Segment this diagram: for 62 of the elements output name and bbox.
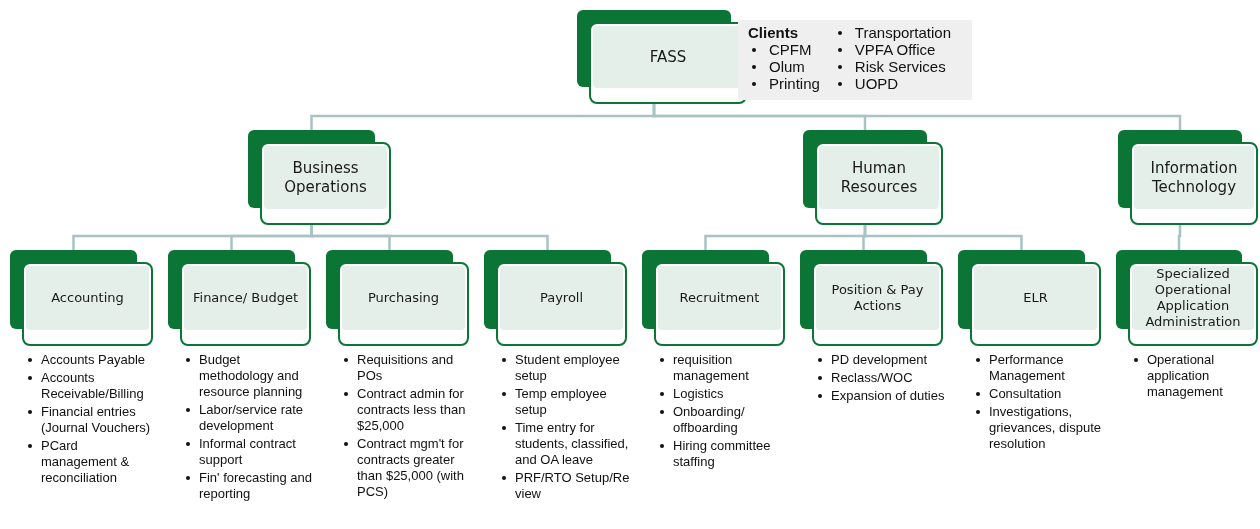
list-item: UOPD [854,75,899,92]
bullet-item: PCard management & reconciliation [41,438,131,486]
connector-line [1177,225,1182,250]
bullet-item: Time entry for students, classified, and OA leave [515,420,630,468]
list-item: Risk Services [854,58,946,75]
org-box [958,250,1101,346]
bullet-item: Labor/service rate development [199,402,305,434]
box-label: Position & Pay Actions [830,281,925,315]
bullet-item: Budget methodology and resource planning [199,352,304,400]
bullet-item: Operational application management [1147,352,1224,400]
box-label: Finance/ Budget [193,289,298,307]
box-label: Payroll [539,289,584,307]
bullet-item: PRF/RTO Setup/Re view [515,470,630,502]
box-label: Accounting [51,289,124,307]
bullet-item: Fin' forecasting and reporting [199,470,314,502]
box-label: Specialized Operational Application Administration [1144,265,1242,331]
box-label: FASS [649,47,687,67]
bullet-item: Contract admin for contracts less than $25,000 [357,386,467,434]
org-box [10,250,153,346]
list-item: CPFM [769,41,812,58]
bullet-item: Onboarding/ offboarding [673,404,746,436]
org-box [1116,250,1258,346]
list-item: Transportation [854,24,952,41]
org-box [800,250,943,346]
bullet-item: Hiring committee staffing [673,438,772,470]
clients-panel [738,20,972,100]
bullet-item: Consultation [989,386,1062,402]
box-label: Information Technology [1149,158,1239,197]
connector-line [652,104,1182,130]
box-label: Business Operations [283,158,368,197]
bullet-item: Investigations, grievances, dispute resolution [989,404,1102,452]
bullet-item: Temp employee setup [515,386,608,418]
bullet-item: Expansion of duties [831,388,945,404]
bullet-item: requisition management [673,352,750,384]
org-box [803,130,943,225]
bullet-item: PD development [831,352,928,368]
box-label: Purchasing [367,289,440,307]
org-box [248,130,391,225]
bullet-item: Performance Management [989,352,1066,384]
bullet-item: Accounts Payable [41,352,146,368]
org-box [168,250,311,346]
bullet-item: Requisitions and POs [357,352,455,384]
org-box [484,250,627,346]
bullet-item: Contract mgm't for contracts greater than $25,000 (with PCS) [357,436,465,500]
org-box [577,10,747,104]
org-box [642,250,785,346]
bullet-item: Accounts Receivable/Billing [41,370,145,402]
connector-line [863,225,1023,250]
box-label: Recruitment [679,289,760,307]
panel-heading: Clients [748,24,799,41]
bullet-item: Student employee setup [515,352,621,384]
box-label: Human Resources [839,158,919,197]
bullet-item: Reclass/WOC [831,370,913,386]
bullet-item: Logistics [673,386,724,402]
list-item: VPFA Office [854,41,936,58]
org-box [326,250,469,346]
list-item: Olum [769,58,805,75]
box-label: ELR [1023,289,1048,307]
bullet-item: Financial entries (Journal Vouchers) [41,404,152,436]
list-item: Printing [769,75,820,92]
bullet-item: Informal contract support [199,436,297,468]
org-box [1118,130,1258,225]
